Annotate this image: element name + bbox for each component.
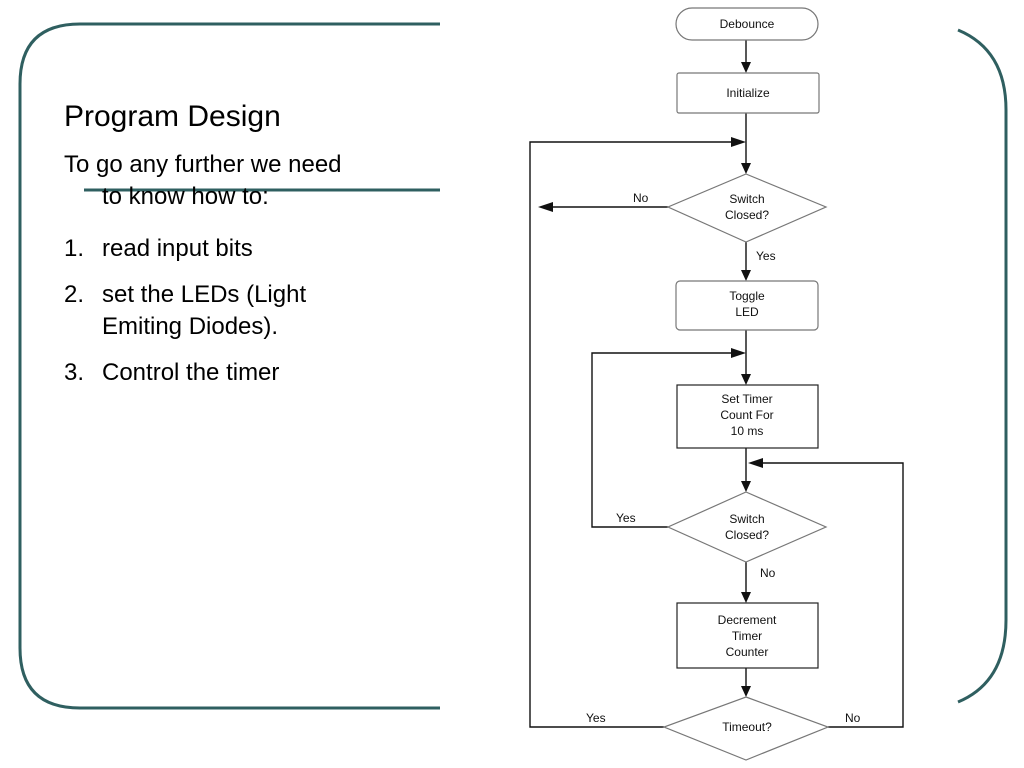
arrowhead [741,374,751,385]
step-text: read input bits [102,235,253,262]
label-timeout-no: No [845,711,861,725]
node-toggle-label-line2: LED [735,305,759,319]
node-initialize: Initialize [676,72,820,114]
steps-list: 1. read input bits 2. set the LEDs (Ligh… [64,233,364,389]
arrowhead [741,163,751,174]
text-panel: Program Design To go any further we need… [64,100,364,403]
node-set-timer: Set Timer Count For 10 ms [676,384,819,449]
frame-left-border [18,22,440,710]
node-decrement-label-line1: Decrement [718,613,777,627]
arrowhead [748,458,763,468]
node-debounce: Debounce [675,7,819,41]
step-number: 2. [64,281,85,308]
node-settimer-label-line1: Set Timer [721,392,772,406]
node-debounce-label: Debounce [720,17,775,31]
connector-timeout-no-loop [762,462,904,728]
node-settimer-label-line2: Count For [720,408,773,422]
slide-title: Program Design [64,100,281,133]
intro-text: To go any further we need to know how to… [64,151,342,210]
list-item: 2. set the LEDs (Light Emiting Diodes). [64,279,364,343]
label-switch2-no: No [760,566,776,580]
node-switch1-label-line1: Switch [729,192,764,206]
node-decrement-label-line2: Timer [732,629,762,643]
label-timeout-yes: Yes [586,711,606,725]
step-number: 3. [64,359,85,386]
node-switch1-decision: Switch Closed? [666,173,828,243]
list-item: 1. read input bits [64,233,364,265]
flow-connectors [529,40,904,728]
node-timeout-label: Timeout? [722,720,772,734]
connector-switch2-yes-loop [591,352,732,528]
label-switch2-yes: Yes [616,511,636,525]
arrowhead [731,137,746,147]
node-toggle-led: Toggle LED [675,280,819,331]
node-settimer-label-line3: 10 ms [731,424,764,438]
node-switch1-label-line2: Closed? [725,208,769,222]
node-toggle-label-line1: Toggle [729,289,765,303]
arrowhead [731,348,746,358]
label-switch1-yes: Yes [756,249,776,263]
node-switch2-decision: Switch Closed? [666,491,828,563]
label-switch1-no: No [633,191,649,205]
list-item: 3. Control the timer [64,357,364,389]
connector-timeout-yes-loop [529,141,732,728]
arrowhead [741,481,751,492]
node-timeout-decision: Timeout? [662,696,830,761]
arrowhead [741,270,751,281]
step-number: 1. [64,235,85,262]
node-switch2-label-line1: Switch [729,512,764,526]
node-switch2-label-line2: Closed? [725,528,769,542]
node-decrement: Decrement Timer Counter [676,602,819,669]
arrowhead [741,686,751,697]
step-text: Control the timer [102,359,280,386]
arrowhead [741,62,751,73]
node-initialize-label: Initialize [726,86,770,100]
step-text: set the LEDs (Light Emiting Diodes). [102,281,307,340]
node-decrement-label-line3: Counter [726,645,769,659]
branch-labels: No Yes Yes No Yes No [586,191,861,725]
arrowhead [538,202,553,212]
arrowhead [741,592,751,603]
frame-right-border [957,28,1008,704]
